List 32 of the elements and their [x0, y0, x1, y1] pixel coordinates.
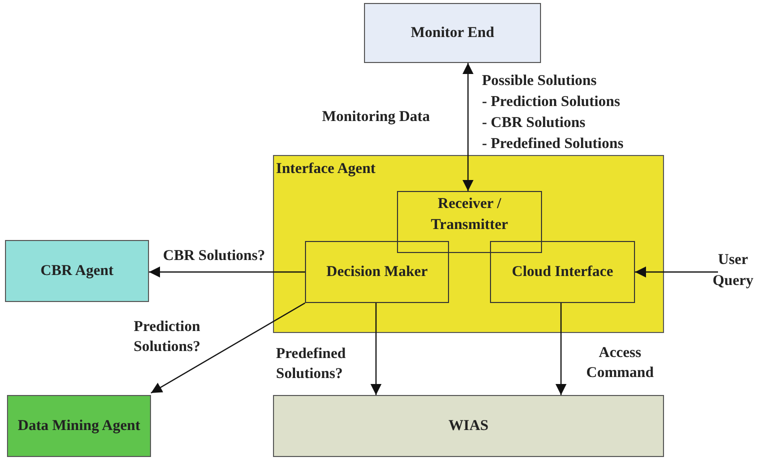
edge-label: Access Command: [585, 344, 655, 383]
node-label: Cloud Interface: [510, 262, 614, 282]
arrow: [556, 303, 566, 395]
node-label: Data Mining Agent: [16, 416, 142, 436]
node-label: Decision Maker: [325, 262, 429, 282]
node-label: WIAS: [447, 416, 490, 436]
process-box: [397, 191, 542, 253]
node-label: CBR Agent: [40, 262, 114, 280]
annotation-text: Possible Solutions: [482, 72, 597, 91]
container-box: [273, 155, 664, 333]
process-box: [305, 241, 449, 303]
process-box: [5, 240, 149, 302]
annotation-text: - Predefined Solutions: [482, 135, 624, 154]
arrow: [462, 63, 474, 191]
container-heading: Interface Agent: [276, 160, 376, 179]
annotation-text: Monitoring Data: [322, 108, 430, 127]
node-label: Receiver / Transmitter: [430, 195, 510, 235]
process-box: [364, 3, 541, 63]
annotation-text: - Prediction Solutions: [482, 93, 620, 112]
node-label: Monitor End: [410, 24, 496, 42]
node-label: User Query: [712, 251, 754, 291]
process-box: [7, 395, 151, 457]
process-box: [273, 395, 664, 457]
arrow: [149, 266, 305, 278]
edge-label: Prediction Solutions?: [132, 318, 202, 357]
annotation-text: - CBR Solutions: [482, 114, 586, 133]
arrow: [150, 302, 306, 394]
edge-label: Predefined Solutions?: [276, 345, 347, 384]
edge-label: CBR Solutions?: [163, 247, 266, 266]
arrow: [635, 266, 718, 278]
arrow: [370, 303, 382, 395]
process-box: [490, 241, 635, 303]
